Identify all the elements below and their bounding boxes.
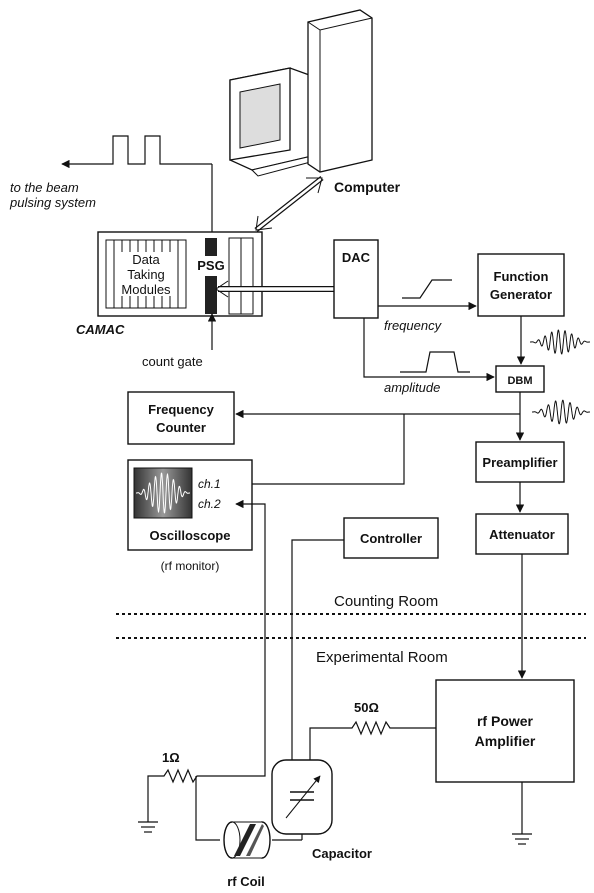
data-modules-label-1: Data (132, 252, 160, 267)
frequency-counter-box (127, 391, 235, 445)
frequency-label: frequency (384, 318, 443, 333)
oscilloscope-label: Oscilloscope (150, 528, 231, 543)
counting-room-label: Counting Room (334, 593, 438, 610)
amplitude-label: amplitude (384, 380, 440, 395)
resistor-50-icon (309, 720, 436, 760)
dac-label: DAC (342, 250, 371, 265)
data-modules-label-2: Taking (127, 267, 165, 282)
ch1-label: ch.1 (198, 477, 221, 491)
rf-coil-label: rf Coil (227, 874, 265, 889)
camac-label: CAMAC (76, 322, 125, 337)
controller-capacitor-line (287, 539, 344, 799)
rfpa-label-1: rf Power (477, 713, 534, 729)
fg-waveform (530, 329, 590, 355)
trapezoid-shape (400, 351, 470, 373)
resistor-1-icon (147, 720, 266, 790)
preamplifier-label: Preamplifier (482, 455, 557, 470)
rfpa-label-2: Amplifier (475, 733, 536, 749)
r1-label: 1Ω (162, 750, 180, 765)
computer-label: Computer (334, 179, 401, 195)
rf-power-amplifier-box (435, 679, 575, 783)
psg-label: PSG (197, 258, 224, 273)
variable-capacitor-icon (271, 759, 333, 835)
count-gate-label: count gate (142, 354, 203, 369)
camac-crate (97, 231, 263, 317)
rf-coil-icon (223, 821, 271, 859)
ch2-label: ch.2 (198, 497, 221, 511)
ground-icon-left (138, 821, 158, 833)
ground-icon (512, 833, 532, 845)
data-modules-label-3: Modules (121, 282, 171, 297)
fc-label-1: Frequency (148, 402, 215, 417)
capacitor-label: Capacitor (312, 846, 372, 861)
fc-label-2: Counter (156, 420, 206, 435)
scope-trace (136, 472, 190, 514)
beam-pulse-line (61, 135, 213, 240)
fg-label-2: Generator (490, 287, 552, 302)
r50-label: 50Ω (354, 700, 379, 715)
dbm-waveform (532, 399, 590, 425)
counter-scope-ch1-line (233, 414, 405, 489)
attenuator-label: Attenuator (489, 527, 555, 542)
beam-label-1: to the beam (10, 180, 79, 195)
rf-monitor-label: (rf monitor) (161, 559, 220, 573)
function-generator-box (477, 253, 565, 317)
dac-box (333, 239, 379, 319)
dac-dbm-line (363, 318, 495, 382)
ramp-shape (402, 279, 452, 299)
dbm-box (495, 365, 545, 393)
computer-icon (229, 9, 373, 177)
fg-label-1: Function (494, 269, 549, 284)
beam-label-2: pulsing system (9, 195, 96, 210)
experimental-room-label: Experimental Room (316, 649, 448, 666)
monitor-ch2-line (235, 499, 266, 720)
dbm-label: DBM (507, 375, 532, 387)
controller-label: Controller (360, 531, 422, 546)
computer-camac-link (254, 176, 324, 232)
controller-box (343, 517, 439, 559)
